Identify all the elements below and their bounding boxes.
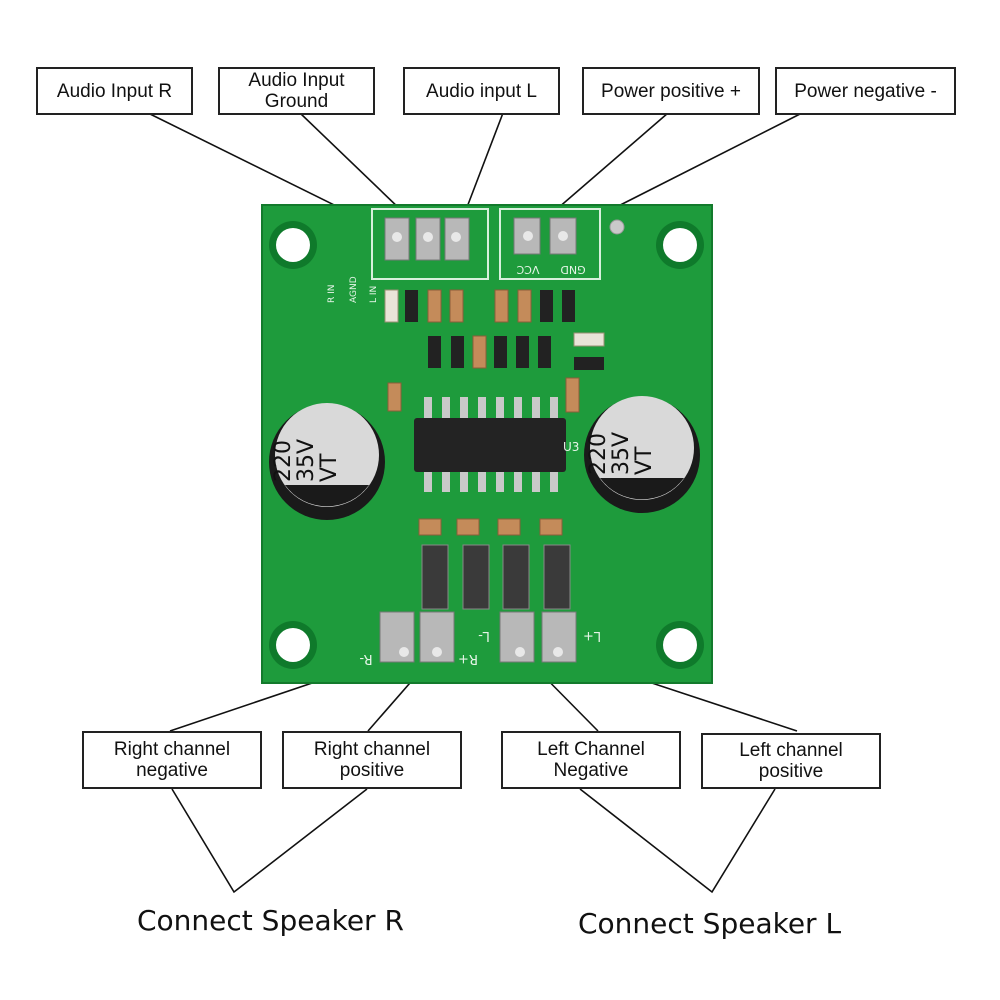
label-audio-input-r: Audio Input R <box>36 67 193 115</box>
silk-r-minus: R- <box>359 651 373 666</box>
silk-r-plus: R+ <box>458 651 478 666</box>
cap-right-value: 220 <box>586 433 611 475</box>
capacitor-left: 220 35V VT <box>269 403 385 520</box>
output-pads <box>379 611 577 663</box>
silk-l-plus: L+ <box>583 628 601 643</box>
label-right-channel-positive-text: Right channel positive <box>313 739 431 781</box>
label-audio-input-l-text: Audio input L <box>426 80 537 102</box>
mounting-holes <box>269 221 704 669</box>
label-left-channel-negative: Left Channel Negative <box>501 731 681 789</box>
label-audio-input-l: Audio input L <box>403 67 560 115</box>
label-right-channel-negative: Right channel negative <box>82 731 262 789</box>
label-left-channel-positive-text: Left channel positive <box>739 740 843 782</box>
label-audio-input-ground-text: Audio Input Ground <box>248 70 345 112</box>
cap-left-voltage: 35V <box>294 439 319 482</box>
silk-u3: U3 <box>563 440 579 454</box>
inductors <box>418 518 571 610</box>
label-audio-input-ground: Audio Input Ground <box>218 67 375 115</box>
smd-components <box>384 289 605 413</box>
cap-left-series: VT <box>317 453 342 482</box>
silk-r-in: R IN <box>327 284 337 303</box>
bracket-speaker-l <box>579 788 776 894</box>
amplifier-ic: U3 <box>414 397 579 492</box>
label-right-channel-negative-text: Right channel negative <box>113 739 231 781</box>
label-audio-input-r-text: Audio Input R <box>56 80 173 102</box>
bracket-speaker-r <box>171 788 368 894</box>
silk-gnd: GND <box>560 263 585 276</box>
input-pads <box>384 217 577 261</box>
label-left-channel-negative-text: Left Channel Negative <box>537 739 645 781</box>
label-power-negative-text: Power negative - <box>794 80 937 102</box>
silk-l-in: L IN <box>369 286 379 303</box>
cap-left-value: 220 <box>271 440 296 482</box>
silk-agnd: AGND <box>349 276 359 303</box>
label-right-channel-positive: Right channel positive <box>282 731 462 789</box>
cap-right-series: VT <box>632 446 657 475</box>
label-power-positive-text: Power positive + <box>601 80 741 102</box>
group-title-speaker-r: Connect Speaker R <box>137 904 404 937</box>
silk-l-minus: L- <box>478 628 490 643</box>
capacitor-right: 220 35V VT <box>584 396 700 513</box>
label-left-channel-positive: Left channel positive <box>701 733 881 789</box>
silk-vcc: VCC <box>516 263 539 276</box>
label-power-positive: Power positive + <box>582 67 760 115</box>
label-power-negative: Power negative - <box>775 67 956 115</box>
group-title-speaker-l: Connect Speaker L <box>578 907 842 940</box>
cap-right-voltage: 35V <box>609 432 634 475</box>
